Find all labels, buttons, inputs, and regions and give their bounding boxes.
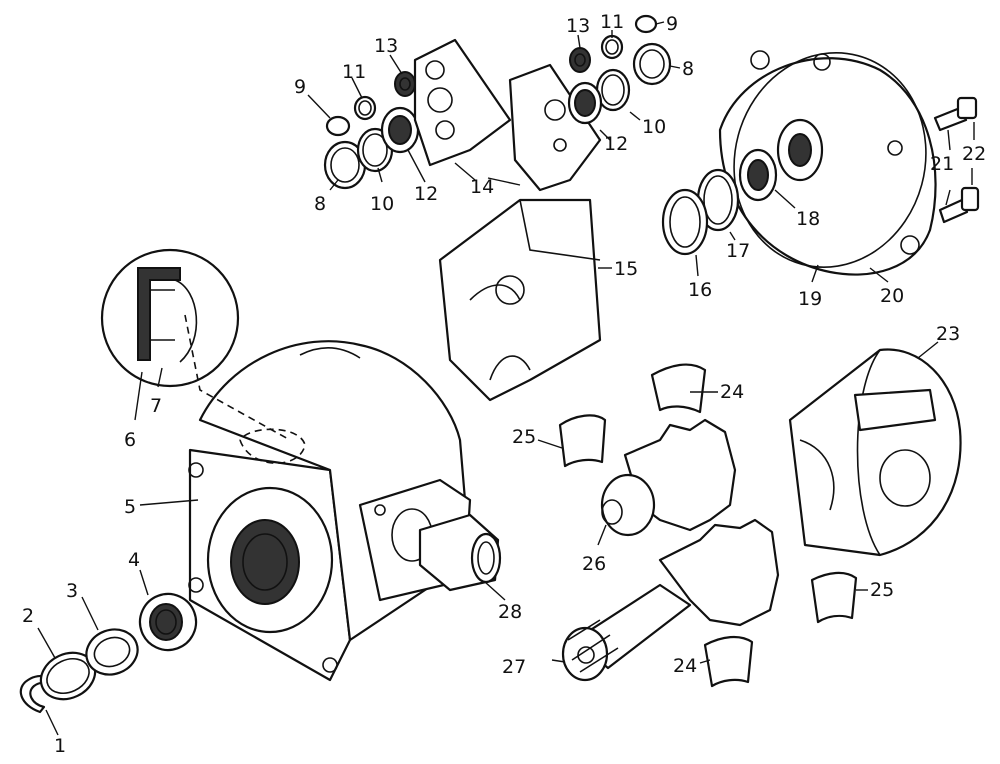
label-23: 23 — [936, 323, 960, 345]
part-8b-ring — [632, 42, 672, 86]
detail-circle-seal-section — [100, 248, 291, 441]
part-25a-bushing — [558, 414, 607, 468]
part-18-bushing — [738, 148, 778, 202]
part-25b-bushing — [810, 571, 858, 624]
label-1: 1 — [54, 735, 66, 757]
part-12b-seal — [567, 81, 603, 125]
part-11b-ring — [600, 34, 624, 60]
label-24-top: 24 — [720, 381, 744, 403]
leader-lines — [37, 21, 975, 736]
label-25-left: 25 — [512, 426, 536, 448]
label-14: 14 — [470, 176, 494, 198]
part-16-ring — [661, 188, 709, 256]
label-10-left: 10 — [370, 193, 394, 215]
label-17: 17 — [726, 240, 750, 262]
part-13b-ring — [569, 47, 591, 73]
label-8-left: 8 — [314, 193, 326, 215]
part-4-shaft-seal — [138, 592, 198, 652]
label-12-right: 12 — [604, 133, 628, 155]
label-13-left: 13 — [374, 35, 398, 57]
label-8-right: 8 — [682, 58, 694, 80]
part-24a-bushing — [650, 363, 707, 414]
part-5-pump-housing — [188, 340, 472, 682]
part-15-bearing-block — [438, 198, 602, 402]
label-21: 21 — [930, 153, 954, 175]
part-9b-oring — [634, 14, 658, 34]
label-9-left: 9 — [294, 76, 306, 98]
part-12a-seal — [380, 106, 420, 154]
label-7: 7 — [150, 395, 162, 417]
label-24-bottom: 24 — [673, 655, 697, 677]
label-4: 4 — [128, 549, 140, 571]
label-11-right: 11 — [600, 11, 624, 33]
label-9-right: 9 — [666, 13, 678, 35]
label-10-right: 10 — [642, 116, 666, 138]
part-27-drive-gear-shaft — [561, 518, 780, 682]
label-2: 2 — [22, 605, 34, 627]
part-26-driven-gear — [600, 418, 737, 537]
part-14-wear-plates — [413, 38, 602, 192]
label-5: 5 — [124, 496, 136, 518]
label-11-left: 11 — [342, 61, 366, 83]
label-20: 20 — [880, 285, 904, 307]
label-18: 18 — [796, 208, 820, 230]
label-6: 6 — [124, 429, 136, 451]
part-20-rear-cover — [718, 50, 937, 276]
part-3-washer — [85, 628, 139, 676]
part-28-fitting — [418, 513, 502, 592]
label-26: 26 — [582, 553, 606, 575]
label-3: 3 — [66, 580, 78, 602]
part-24b-bushing — [703, 635, 754, 688]
label-15: 15 — [614, 258, 638, 280]
part-number-labels: 1 2 3 4 5 6 7 8 9 10 11 12 13 14 13 11 9… — [22, 11, 986, 757]
label-12-left: 12 — [414, 183, 438, 205]
label-27: 27 — [502, 656, 526, 678]
label-28: 28 — [498, 601, 522, 623]
label-22: 22 — [962, 143, 986, 165]
label-25-right: 25 — [870, 579, 894, 601]
part-9a-oring — [325, 115, 351, 137]
label-13-right: 13 — [566, 15, 590, 37]
label-19: 19 — [798, 288, 822, 310]
part-13a-ring — [394, 71, 416, 97]
part-23-gear-body — [788, 348, 962, 557]
part-11a-ring — [353, 95, 377, 121]
part-21-22-bolts — [933, 96, 980, 224]
label-16: 16 — [688, 279, 712, 301]
